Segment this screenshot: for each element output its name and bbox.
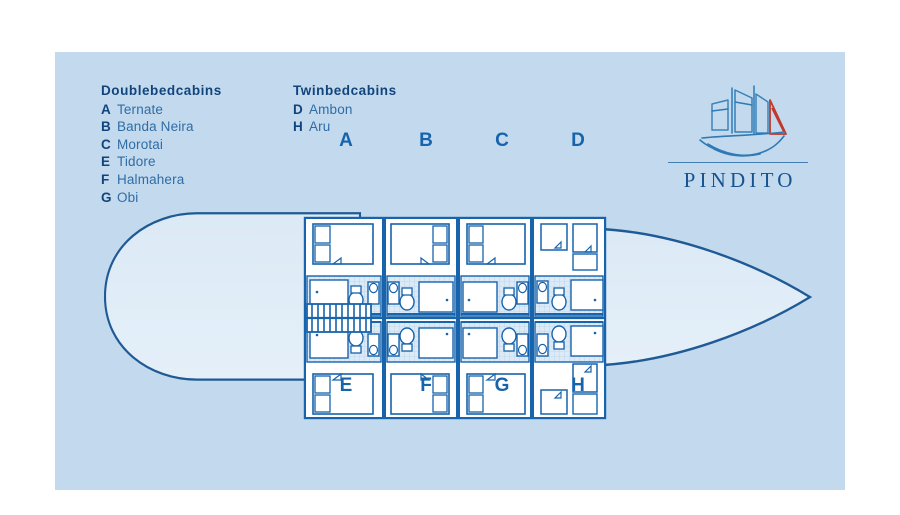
cabin-C[interactable] xyxy=(458,217,532,319)
bathroom-F xyxy=(386,321,456,363)
legend-name: Obi xyxy=(117,189,139,205)
toilet-icon xyxy=(399,327,415,352)
bathroom-D xyxy=(534,275,604,317)
corridor-centerline xyxy=(305,218,605,418)
legend-key: D xyxy=(293,101,303,117)
bed-twin-icon xyxy=(540,363,598,415)
sink-icon xyxy=(367,281,380,305)
legend-name: Ambon xyxy=(309,101,353,117)
cabin-E[interactable] xyxy=(304,317,384,419)
bed-double-icon xyxy=(390,223,450,265)
bed-double-icon xyxy=(466,223,526,265)
cabin-F[interactable] xyxy=(384,317,458,419)
sink-icon xyxy=(367,333,380,357)
legend-key: E xyxy=(101,154,111,170)
cabin-H[interactable] xyxy=(532,317,606,419)
legend-key: C xyxy=(101,136,111,152)
bed-twin-icon xyxy=(540,223,598,271)
deck-plan-drawing xyxy=(103,212,813,420)
legend-item: A Ternate xyxy=(101,101,222,119)
sink-icon xyxy=(536,333,549,357)
toilet-icon xyxy=(551,287,567,311)
legend-key: F xyxy=(101,171,110,187)
toilet-icon xyxy=(501,327,517,352)
bathroom-G xyxy=(460,321,530,363)
logo-divider xyxy=(668,162,808,163)
legend-name: Banda Neira xyxy=(117,119,194,135)
legend-name: Morotai xyxy=(117,136,164,152)
bed-double-icon xyxy=(312,223,374,265)
legend-twin-title: Twinbedcabins xyxy=(293,83,397,98)
legend-key: G xyxy=(101,189,112,205)
legend-item: C Morotai xyxy=(101,136,222,154)
sailing-ship-icon xyxy=(699,85,787,157)
sink-icon xyxy=(536,280,549,304)
bed-double-icon xyxy=(466,372,526,415)
legend-item: D Ambon xyxy=(293,101,397,119)
sink-icon xyxy=(516,281,529,305)
cabin-label-G: G xyxy=(494,375,510,396)
legend-double-title: Doublebedcabins xyxy=(101,83,222,98)
brand-name: PINDITO xyxy=(683,168,797,192)
cabin-label-C: C xyxy=(495,130,509,151)
legend-key: B xyxy=(101,119,111,135)
toilet-icon xyxy=(399,287,415,311)
legend-item: F Halmahera xyxy=(101,171,222,189)
legend-item: H Aru xyxy=(293,118,397,136)
legend-name: Aru xyxy=(309,119,331,135)
cabin-label-A: A xyxy=(339,130,353,151)
bed-double-icon xyxy=(390,372,450,415)
cabin-G[interactable] xyxy=(458,317,532,419)
sink-icon xyxy=(516,333,529,357)
sink-icon xyxy=(387,281,400,305)
cabin-label-E: E xyxy=(339,375,353,396)
legend-twin-bed-cabins: Twinbedcabins D Ambon H Aru xyxy=(293,82,397,136)
legend-item: E Tidore xyxy=(101,153,222,171)
bathroom-C xyxy=(460,275,530,317)
brand-logo: PINDITO xyxy=(668,78,808,196)
bathroom-B xyxy=(386,275,456,317)
toilet-icon xyxy=(348,329,364,354)
hull-outline xyxy=(103,212,813,381)
toilet-icon xyxy=(501,287,517,311)
legend-key: A xyxy=(101,101,111,117)
cabin-label-B: B xyxy=(419,130,433,151)
bathroom-H xyxy=(534,321,604,363)
bed-double-icon xyxy=(312,372,374,415)
cabin-label-H: H xyxy=(571,375,585,396)
legend-item: G Obi xyxy=(101,189,222,207)
cabin-label-F: F xyxy=(420,375,432,396)
legend-name: Tidore xyxy=(117,154,156,170)
legend-item: B Banda Neira xyxy=(101,118,222,136)
cabin-D[interactable] xyxy=(532,217,606,319)
cabin-label-D: D xyxy=(571,130,585,151)
sink-icon xyxy=(387,333,400,357)
cabin-A[interactable] xyxy=(304,217,384,319)
cabin-B[interactable] xyxy=(384,217,458,319)
toilet-icon xyxy=(551,325,567,350)
legend-name: Ternate xyxy=(117,101,164,117)
legend-name: Halmahera xyxy=(117,171,185,187)
legend-key: H xyxy=(293,119,303,135)
